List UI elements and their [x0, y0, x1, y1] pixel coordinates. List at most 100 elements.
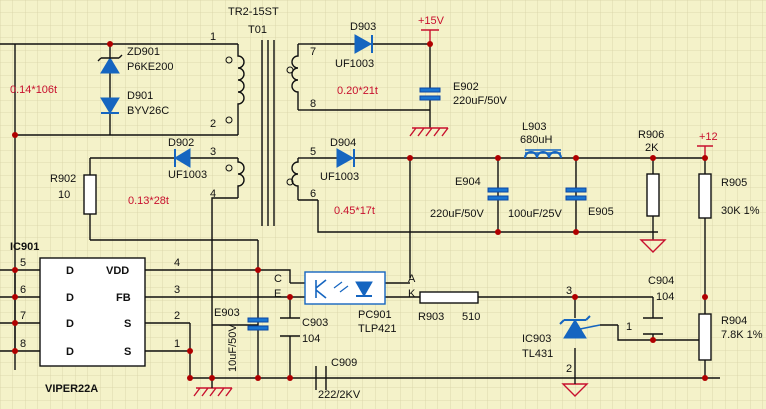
d901-ref: D901	[127, 90, 153, 102]
transformer-t01: TR2-15ST T01 1 2 3 4 5 6 7 8	[210, 6, 318, 226]
ic901-label-vdd: VDD	[106, 265, 129, 277]
pc901-part: TLP421	[358, 323, 397, 335]
transformer-name: TR2-15ST	[228, 6, 279, 18]
diode-d904: D904 UF1003	[320, 137, 359, 183]
ic903-pin-3: 3	[566, 285, 572, 297]
l903-value: 680uH	[520, 134, 552, 146]
e903-ref: E903	[214, 307, 240, 319]
ic901-label-fb: FB	[116, 292, 131, 304]
ic901-pin-8: 8	[20, 338, 26, 350]
optocoupler-pc901: C E A K PC901 TLP421	[274, 271, 416, 335]
junction-dots	[12, 41, 708, 381]
ic901-label-d2: D	[66, 292, 74, 304]
ic901-pin-4: 4	[174, 257, 180, 269]
ic901-label-d4: D	[66, 346, 74, 358]
r902-ref: R902	[50, 173, 76, 185]
d902-ref: D902	[168, 137, 194, 149]
pc901-pin-k: K	[408, 288, 416, 300]
e904-ref: E904	[455, 176, 481, 188]
ic903-pin-1: 1	[626, 321, 632, 333]
capacitor-e905: E905 100uF/25V	[508, 187, 614, 220]
ic903-tl431: 3 2 1 IC903 TL431	[522, 285, 632, 375]
rail-15v-label: +15V	[418, 15, 445, 27]
ic901-pin-6: 6	[20, 284, 26, 296]
r902-value: 10	[58, 189, 70, 201]
capacitor-e903: E903 10uF/50V	[214, 307, 269, 372]
pin-7-label: 7	[310, 46, 316, 58]
e902-value: 220uF/50V	[453, 95, 507, 107]
pin-2-label: 2	[210, 118, 216, 130]
pc901-pin-a: A	[408, 273, 416, 285]
pin-3-label: 3	[210, 146, 216, 158]
capacitor-c903: C903 104	[280, 317, 328, 345]
ic901-pin-3: 3	[174, 284, 180, 296]
primary-winding-label: 0.14*106t	[10, 84, 57, 96]
r903-ref: R903	[418, 311, 444, 323]
r905-value: 30K 1%	[721, 205, 760, 217]
ic901-label-s2: S	[124, 346, 131, 358]
resistor-r903: R903 510	[418, 291, 480, 323]
c903-value: 104	[302, 333, 320, 345]
c904-ref: C904	[648, 275, 674, 287]
capacitor-e904: E904 220uF/50V	[430, 176, 509, 220]
ic903-ref: IC903	[522, 333, 551, 345]
c909-value: 222/2KV	[318, 389, 361, 401]
e905-value: 100uF/25V	[508, 208, 562, 220]
inductor-l903: L903 680uH	[520, 121, 562, 159]
r905-ref: R905	[721, 177, 747, 189]
ic903-pin-2: 2	[566, 363, 572, 375]
ic901-pin-7: 7	[20, 310, 26, 322]
ic901-part: VIPER22A	[45, 383, 98, 395]
c904-value: 104	[656, 291, 674, 303]
diode-d903: D903 UF1003	[335, 21, 376, 70]
ground-symbol	[409, 127, 449, 137]
pin-4-label: 4	[210, 188, 216, 200]
capacitor-c904: C904 104	[643, 275, 674, 335]
resistor-r905: R905 30K 1%	[698, 173, 760, 219]
capacitor-e902: E902 220uF/50V	[419, 81, 507, 107]
ic901-ref: IC901	[10, 241, 39, 253]
c909-ref: C909	[331, 357, 357, 369]
ground-symbol	[561, 368, 589, 397]
e903-value: 10uF/50V	[227, 324, 239, 372]
capacitor-c909: C909 222/2KV	[315, 357, 361, 401]
r906-value: 2K	[645, 142, 659, 154]
ic901-viper22a: IC901 VIPER22A 5 6 7 8 D D D D VDD FB S …	[10, 241, 180, 395]
pc901-ref: PC901	[358, 309, 392, 321]
ground-symbol	[639, 239, 667, 253]
pc901-pin-e: E	[274, 288, 281, 300]
aux-winding-label: 0.13*28t	[128, 195, 169, 207]
e904-value: 220uF/50V	[430, 208, 484, 220]
resistor-r904: R904 7.8K 1%	[698, 313, 763, 361]
l903-ref: L903	[522, 121, 546, 133]
ic901-label-d3: D	[66, 318, 74, 330]
resistor-r902: R902 10	[50, 173, 97, 215]
ic901-pin-1: 1	[174, 338, 180, 350]
d903-ref: D903	[350, 21, 376, 33]
pin-1-label: 1	[210, 31, 216, 43]
pin-5-label: 5	[310, 146, 316, 158]
resistor-r906: R906 2K	[638, 129, 664, 217]
e902-ref: E902	[453, 81, 479, 93]
diode-d901: D901 BYV26C	[100, 90, 169, 117]
pin-8-label: 8	[310, 98, 316, 110]
r904-value: 7.8K 1%	[721, 329, 763, 341]
e905-ref: E905	[588, 206, 614, 218]
rail-12v-label: +12	[699, 131, 718, 143]
zd901-part: P6KE200	[127, 61, 173, 73]
sec12-winding-label: 0.45*17t	[334, 205, 375, 217]
zener-zd901: ZD901 P6KE200	[97, 46, 173, 74]
d904-ref: D904	[330, 137, 356, 149]
transformer-ref: T01	[248, 24, 267, 36]
d902-part: UF1003	[168, 169, 207, 181]
r904-ref: R904	[721, 315, 747, 327]
pin-6-label: 6	[310, 188, 316, 200]
zd901-ref: ZD901	[127, 46, 160, 58]
c903-ref: C903	[302, 317, 328, 329]
d901-part: BYV26C	[127, 105, 169, 117]
r906-ref: R906	[638, 129, 664, 141]
d904-part: UF1003	[320, 171, 359, 183]
pc901-pin-c: C	[274, 273, 282, 285]
ic901-label-s1: S	[124, 318, 131, 330]
